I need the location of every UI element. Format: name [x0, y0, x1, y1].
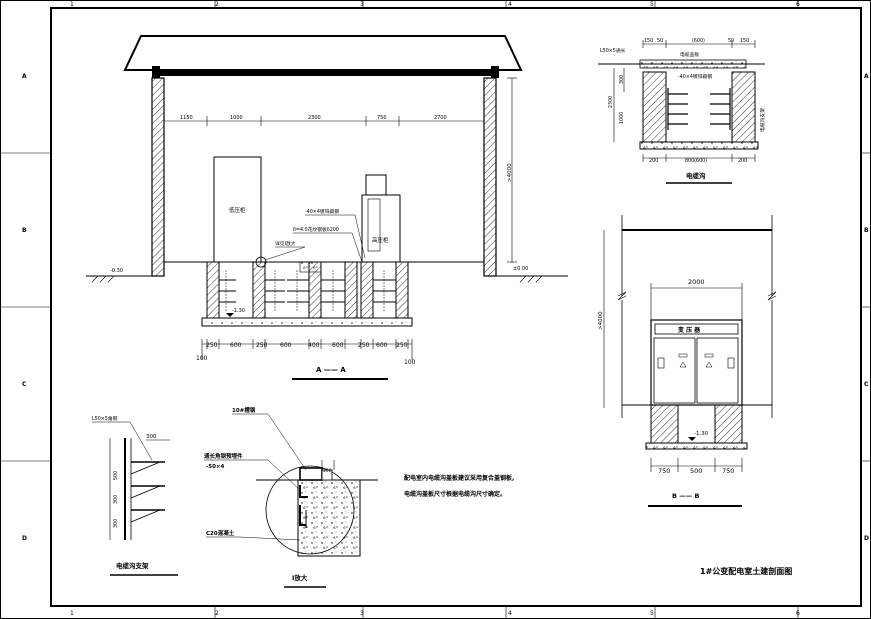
dim-text: 150 — [644, 38, 653, 44]
row-letter: D — [22, 535, 27, 542]
drawing-title: 1#公变配电室土建剖面图 — [700, 566, 792, 576]
col-num: 2 — [215, 1, 219, 8]
dim-text: 100 — [196, 355, 208, 362]
dim-text: 600 — [376, 342, 388, 349]
bracket-dim: 500 — [113, 471, 119, 480]
dim-text: 2700 — [434, 115, 447, 121]
flat-steel-callout: -40×4镀锌扁钢 — [305, 208, 339, 215]
section-bb: 2000 >4000 变 压 器 -1.30 750 500 750 — [598, 215, 777, 507]
dim-text: 1000 — [619, 112, 625, 124]
dim-text: 200 — [649, 158, 658, 164]
dim-text: 50 — [728, 38, 734, 44]
height-dim-text: >4000 — [507, 163, 513, 182]
dim-text: 250 — [358, 342, 370, 349]
floor-level-text: ±0.00 — [513, 266, 528, 272]
dim-text: 150 — [740, 38, 749, 44]
cover-label: 电缆盖板 — [680, 51, 699, 58]
col-num: 1 — [70, 610, 74, 617]
transformer-label: 变 压 器 — [678, 326, 701, 334]
detail-dim: 200 — [323, 468, 332, 474]
dim-text: (600) — [692, 38, 705, 44]
bracket-angle-label: L50×5角钢 — [92, 415, 118, 422]
dim-text: 300 — [619, 75, 625, 84]
section-bb-title: B —— B — [672, 492, 699, 500]
row-letter: A — [864, 73, 869, 80]
dim-text: 250 — [206, 342, 218, 349]
dim-text: 50 — [657, 38, 663, 44]
col-num: 5 — [650, 610, 654, 617]
column-numbers: 1 2 3 4 5 6 1 2 3 4 5 6 — [70, 1, 800, 617]
section-aa: -0.30 ±0.00 1150 1000 2300 750 2700 >400… — [86, 35, 568, 380]
dim-text: 500 — [690, 467, 702, 475]
dim-text: 2300 — [308, 115, 321, 121]
row-letter: B — [864, 227, 869, 234]
col-num: 4 — [508, 610, 512, 617]
col-num: 1 — [70, 1, 74, 8]
row-letter: C — [22, 381, 27, 388]
bracket-title: 电缆沟支架 — [116, 561, 149, 570]
dim-text: 2300 — [608, 96, 614, 108]
dim-text: 250 — [396, 342, 408, 349]
notes: 配电室内电缆沟盖板建议采用复合盖钢板, 电缆沟盖板尺寸根据电缆沟尺寸确定。 — [404, 474, 514, 498]
detail-i: 200 10#槽钢 通长角钢预埋件 -50×4 C20混凝土 I放大 — [204, 406, 378, 588]
dim-text: 1000 — [230, 115, 243, 121]
dim-text: 750 — [377, 115, 387, 121]
col-num: 4 — [508, 1, 512, 8]
bracket-dim: 300 — [113, 519, 119, 528]
angle-label: L50×5通长 — [600, 47, 626, 54]
row-letter: A — [22, 73, 27, 80]
dim-text: 600 — [230, 342, 242, 349]
trench-side-label: 电缆沟支架 — [759, 108, 766, 132]
row-letters: A B C D A B C D — [22, 73, 869, 542]
concrete-label: C20混凝土 — [206, 529, 235, 537]
section-aa-title: A —— A — [316, 366, 346, 374]
col-num: 6 — [796, 1, 800, 8]
bottom-level-text: -1.30 — [232, 308, 245, 314]
cable-bracket-detail: 300 L50×5角钢 500 300 300 电缆沟支架 — [92, 415, 178, 576]
steel-plate-callout: δ=4.0花纹钢板δ200 — [293, 226, 339, 233]
note-line: 配电室内电缆沟盖板建议采用复合盖钢板, — [404, 474, 514, 482]
dim-text: 750 — [722, 467, 734, 475]
dim-text: 1150 — [180, 115, 193, 121]
dim-text: 600 — [280, 342, 292, 349]
ground-level-text: -0.30 — [110, 268, 123, 274]
note-line: 电缆沟盖板尺寸根据电缆沟尺寸确定。 — [404, 490, 506, 498]
row-letter: B — [22, 227, 27, 234]
detail-ref-callout: 详见I放大 — [275, 240, 296, 247]
flat-label: -50×4 — [206, 464, 225, 470]
cable-trench-section: 150 50 (600) 50 150 L50×5通长 电缆盖板 -40×4镀锌… — [598, 38, 766, 184]
bracket-dim: 300 — [146, 434, 157, 440]
channel-label: 10#槽钢 — [232, 406, 256, 414]
bb-bottom-level: -1.30 — [694, 431, 709, 437]
lv-cabinet-label: 低压柜 — [229, 206, 246, 214]
trench-flat-steel: -40×4镀锌扁钢 — [678, 73, 712, 80]
dim-text: 600 — [332, 342, 344, 349]
dim-text: 400 — [308, 342, 320, 349]
col-num: 2 — [215, 610, 219, 617]
dim-text: 750 — [658, 467, 670, 475]
dim-text: 200 — [738, 158, 747, 164]
bb-height-dim: >4000 — [598, 311, 604, 330]
row-letter: C — [864, 381, 869, 388]
bracket-dim: 300 — [113, 495, 119, 504]
col-num: 6 — [796, 610, 800, 617]
cable-trench-title: 电缆沟 — [686, 171, 706, 180]
dim-text: 250 — [256, 342, 268, 349]
col-num: 3 — [360, 1, 364, 8]
bb-width-dim: 2000 — [688, 278, 705, 286]
col-num: 5 — [650, 1, 654, 8]
dim-text: 800(600) — [685, 158, 707, 164]
dim-text: 100 — [404, 359, 416, 366]
row-letter: D — [864, 535, 869, 542]
hv-cabinet-label: 高压柜 — [372, 236, 389, 244]
detail-i-title: I放大 — [292, 573, 308, 582]
col-num: 3 — [360, 610, 364, 617]
embed-label: 通长角钢预埋件 — [204, 452, 243, 460]
